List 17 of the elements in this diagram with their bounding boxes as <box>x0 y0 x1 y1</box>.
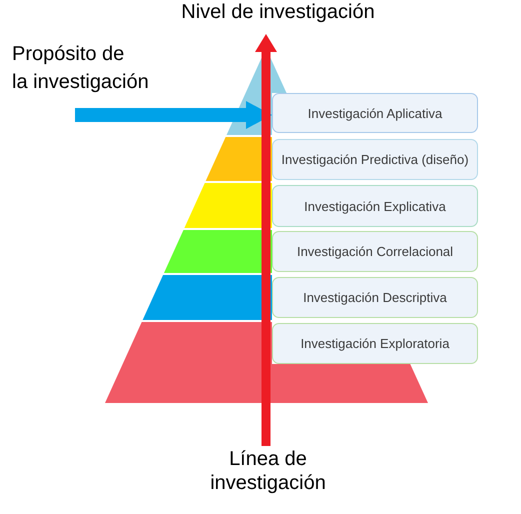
level-label: Investigación Correlacional <box>296 244 454 259</box>
level-box <box>272 185 478 227</box>
level-box <box>272 323 478 364</box>
line-caption: Línea de investigación <box>207 447 329 495</box>
level-box <box>272 277 478 318</box>
level-label: Investigación Predictiva (diseño) <box>281 152 469 167</box>
arrow <box>255 34 277 446</box>
arrow <box>75 101 272 129</box>
level-box <box>272 93 478 133</box>
level-label: Investigación Aplicativa <box>308 106 442 120</box>
level-label: Investigación Explicativa <box>304 198 446 214</box>
level-heading: Nivel de investigación <box>181 0 375 24</box>
level-label: Investigación Exploratoria <box>300 336 450 351</box>
level-box <box>272 231 478 272</box>
level-box <box>272 139 478 180</box>
level-label: Investigación Descriptiva <box>303 290 447 305</box>
side-label: Propósito de la investigación <box>12 42 149 95</box>
